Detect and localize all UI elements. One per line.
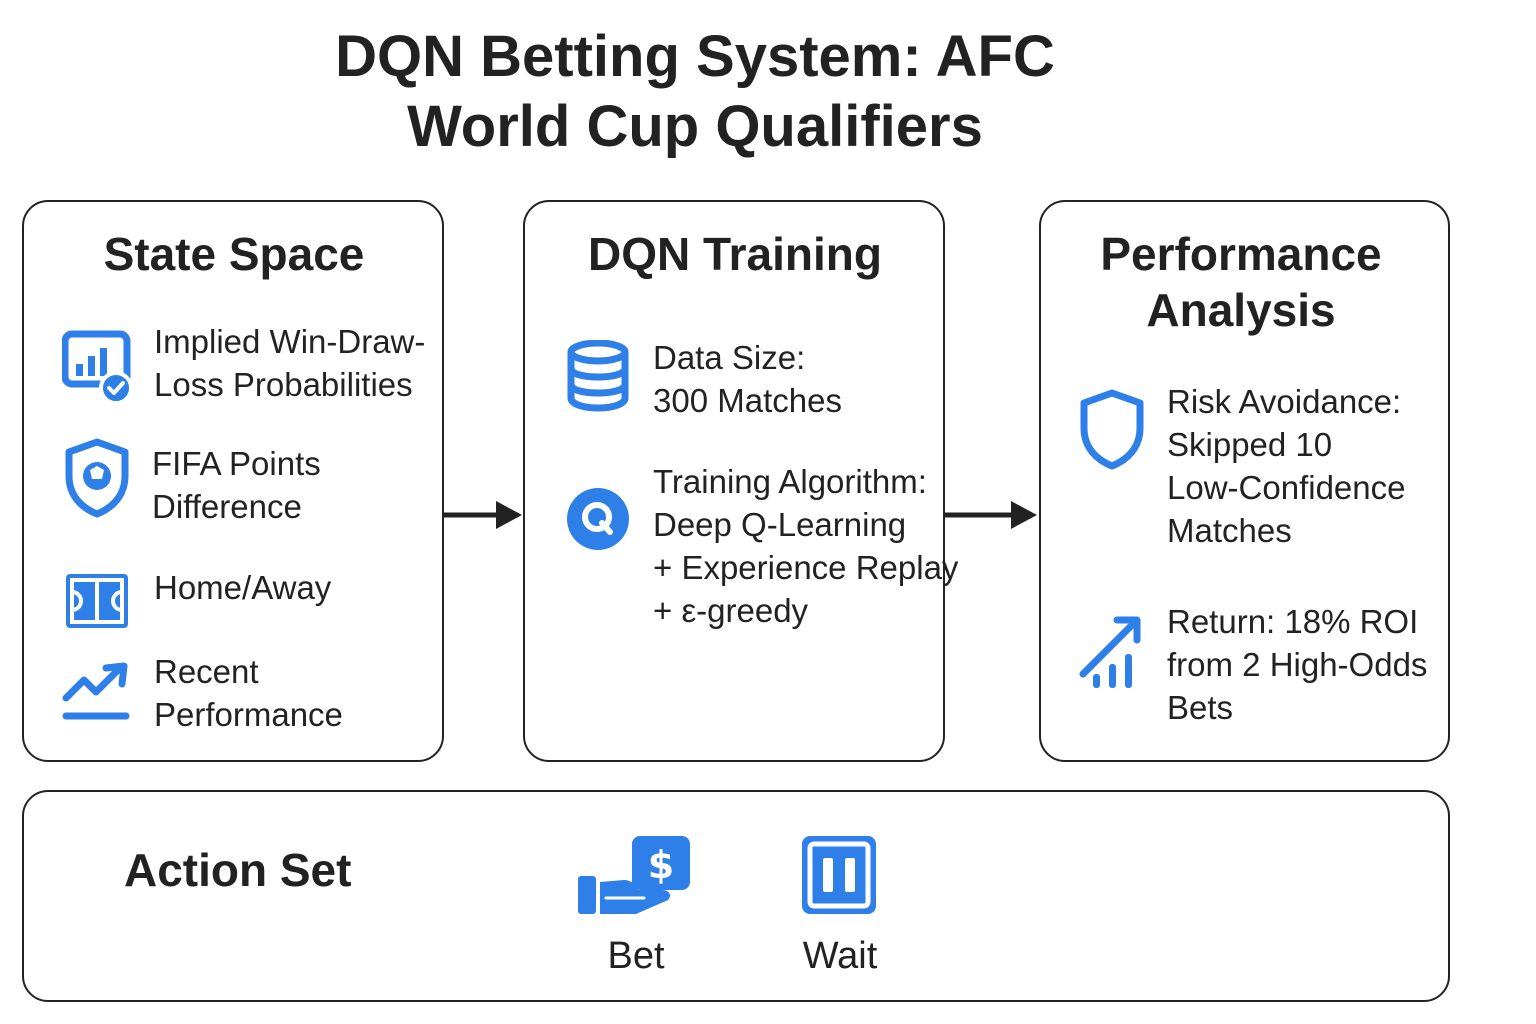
state-item-probabilities-text: Implied Win-Draw- Loss Probabilities [154, 323, 426, 403]
database-icon [567, 340, 629, 412]
svg-text:$: $ [648, 843, 674, 887]
state-item-recent-performance: Recent Performance [62, 650, 343, 736]
action-wait-label: Wait [802, 935, 878, 977]
state-item-fifa-points: FIFA Points Difference [62, 438, 321, 528]
training-item-data-size: Data Size: 300 Matches [565, 336, 842, 422]
pause-icon [802, 836, 876, 914]
shield-ball-icon [65, 438, 129, 518]
state-space-title: State Space [103, 228, 365, 280]
growth-chart-icon [1079, 616, 1141, 688]
page-title: DQN Betting System: AFC World Cup Qualif… [240, 22, 1150, 162]
state-item-home-away: Home/Away [62, 566, 331, 634]
training-item-algorithm: Training Algorithm: Deep Q-Learning + Ex… [565, 460, 958, 632]
state-space-panel: State Space Implied Win-Draw- Loss Proba… [22, 200, 444, 762]
flow-arrow-training-to-performance [945, 501, 1037, 529]
hand-dollar-icon: $ [578, 836, 690, 914]
page-title-line-1: DQN Betting System: AFC [335, 24, 1055, 89]
performance-analysis-panel: Performance Analysis Risk Avoidance: Ski… [1039, 200, 1450, 762]
trend-up-icon [62, 662, 130, 720]
performance-item-return-text: Return: 18% ROI from 2 High-Odds Bets [1167, 603, 1428, 726]
state-item-home-away-text: Home/Away [154, 569, 332, 606]
q-circle-icon [567, 488, 629, 550]
performance-item-risk-avoidance: Risk Avoidance: Skipped 10 Low-Confidenc… [1077, 380, 1405, 552]
performance-item-return: Return: 18% ROI from 2 High-Odds Bets [1077, 600, 1427, 729]
state-item-recent-performance-text: Recent Performance [154, 653, 343, 733]
page-title-line-2: World Cup Qualifiers [407, 94, 983, 159]
action-set-panel: Action Set $ Bet Wait [22, 790, 1450, 1002]
state-item-fifa-points-text: FIFA Points Difference [152, 445, 321, 525]
dqn-training-panel: DQN Training Data Size: 300 Matches Trai… [523, 200, 958, 762]
training-item-data-size-text: Data Size: 300 Matches [653, 339, 842, 419]
state-item-probabilities: Implied Win-Draw- Loss Probabilities [62, 320, 425, 408]
action-wait: Wait [780, 832, 900, 982]
training-item-algorithm-text: Training Algorithm: Deep Q-Learning + Ex… [653, 463, 959, 629]
action-bet: $ Bet [576, 832, 696, 982]
flow-arrow-state-to-training [444, 501, 522, 529]
shield-icon [1080, 389, 1144, 470]
action-set-title: Action Set [124, 844, 352, 896]
pitch-icon [66, 574, 128, 628]
dqn-training-title: DQN Training [588, 228, 882, 280]
performance-item-risk-avoidance-text: Risk Avoidance: Skipped 10 Low-Confidenc… [1167, 383, 1406, 549]
action-bet-label: Bet [607, 935, 665, 977]
chart-check-icon [62, 330, 133, 405]
performance-analysis-title: Performance Analysis [1100, 228, 1382, 336]
